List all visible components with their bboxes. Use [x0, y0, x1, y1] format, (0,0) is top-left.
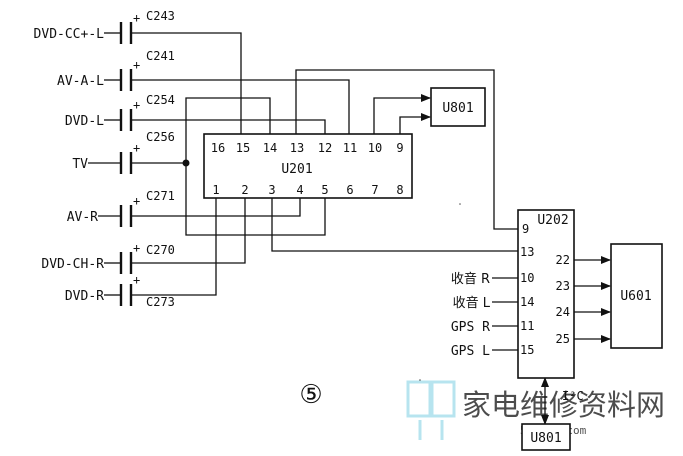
u201-pin-13: 13 [290, 141, 304, 155]
input-label-tv: TV [72, 157, 88, 172]
capacitor-c254-label: C254 [146, 93, 175, 107]
capacitor-c256-label: C256 [146, 130, 175, 144]
stray-dot [419, 379, 421, 381]
u201-label: U201 [281, 162, 312, 177]
gps-r-label: GPS R [451, 320, 490, 335]
chip-u202: U202 9 13 10 14 11 15 22 23 24 25 [517, 209, 575, 379]
chip-u801-top: U801 [430, 87, 486, 127]
u202-pin-23: 23 [556, 279, 570, 293]
capacitor-plus-label: + [133, 273, 140, 287]
capacitor-plus-label: + [133, 194, 140, 208]
capacitor-c254: + C254 [119, 93, 175, 131]
capacitor-c273: + C273 [119, 273, 175, 309]
capacitor-c243-label: C243 [146, 9, 175, 23]
u801-top-label: U801 [442, 101, 473, 116]
u601-label: U601 [620, 289, 651, 304]
radio-l-label: 收音 L [453, 295, 491, 311]
capacitor-c243: + C243 [119, 9, 175, 44]
input-label-dvd-r: DVD-R [65, 289, 104, 304]
u202-label: U202 [537, 213, 568, 228]
gps-l-label: GPS L [451, 344, 490, 359]
u201-pin-15: 15 [236, 141, 250, 155]
u201-pin-7: 7 [371, 183, 378, 197]
capacitor-c241: + C241 [119, 49, 175, 91]
u202-pin-10: 10 [520, 271, 534, 285]
radio-r-label: 收音 R [451, 271, 490, 287]
u202-pin-11: 11 [520, 319, 534, 333]
capacitor-c270-label: C270 [146, 243, 175, 257]
watermark-text: 家电维修资料网 [462, 388, 665, 422]
capacitor-c273-label: C273 [146, 295, 175, 309]
u201-pin-1: 1 [212, 183, 219, 197]
u201-pin-10: 10 [368, 141, 382, 155]
u801-bottom-label: U801 [530, 431, 561, 446]
u201-pin-2: 2 [241, 183, 248, 197]
figure-number: ⑤ [299, 380, 322, 410]
u201-pin-9: 9 [396, 141, 403, 155]
capacitor-plus-label: + [133, 58, 140, 72]
chip-u601: U601 [610, 243, 663, 349]
capacitor-c241-label: C241 [146, 49, 175, 63]
input-label-dvd-ch-r: DVD-CH-R [41, 257, 104, 272]
u202-pin-9: 9 [522, 222, 529, 236]
u201-pin-12: 12 [318, 141, 332, 155]
u201-pin-14: 14 [263, 141, 277, 155]
capacitor-plus-label: + [133, 241, 140, 255]
capacitor-plus-label: + [133, 98, 140, 112]
i2c-label: I²C [562, 389, 584, 403]
u202-pin-22: 22 [556, 253, 570, 267]
junction-dot [182, 159, 190, 167]
u201-pin-8: 8 [396, 183, 403, 197]
capacitor-c271: + C271 [119, 189, 175, 227]
wires [88, 32, 611, 425]
capacitor-c256: + C256 [119, 130, 175, 174]
chip-u201: 16 15 14 13 12 11 10 9 U201 1 2 3 4 5 6 … [203, 133, 413, 199]
u202-pin-15: 15 [520, 343, 534, 357]
capacitor-c271-label: C271 [146, 189, 175, 203]
input-label-av-a-l: AV-A-L [57, 74, 104, 89]
capacitor-c270: + C270 [119, 241, 175, 274]
chip-u801-bottom: U801 [521, 423, 571, 451]
stray-dot [459, 203, 461, 205]
u202-pin-25: 25 [556, 332, 570, 346]
u201-pin-4: 4 [296, 183, 303, 197]
watermark-logo-icon [406, 380, 456, 440]
u201-pin-3: 3 [268, 183, 275, 197]
input-label-dvd-l: DVD-L [65, 114, 104, 129]
capacitor-plus-label: + [133, 141, 140, 155]
capacitor-plus-label: + [133, 11, 140, 25]
input-label-dvd-cc: DVD-CC+-L [34, 27, 105, 42]
u201-pin-6: 6 [346, 183, 353, 197]
u202-pin-13: 13 [520, 245, 534, 259]
u201-pin-16: 16 [211, 141, 225, 155]
u201-pin-5: 5 [321, 183, 328, 197]
u202-pin-14: 14 [520, 295, 534, 309]
u202-pin-24: 24 [556, 305, 570, 319]
input-label-av-r: AV-R [67, 210, 98, 225]
u201-pin-11: 11 [343, 141, 357, 155]
